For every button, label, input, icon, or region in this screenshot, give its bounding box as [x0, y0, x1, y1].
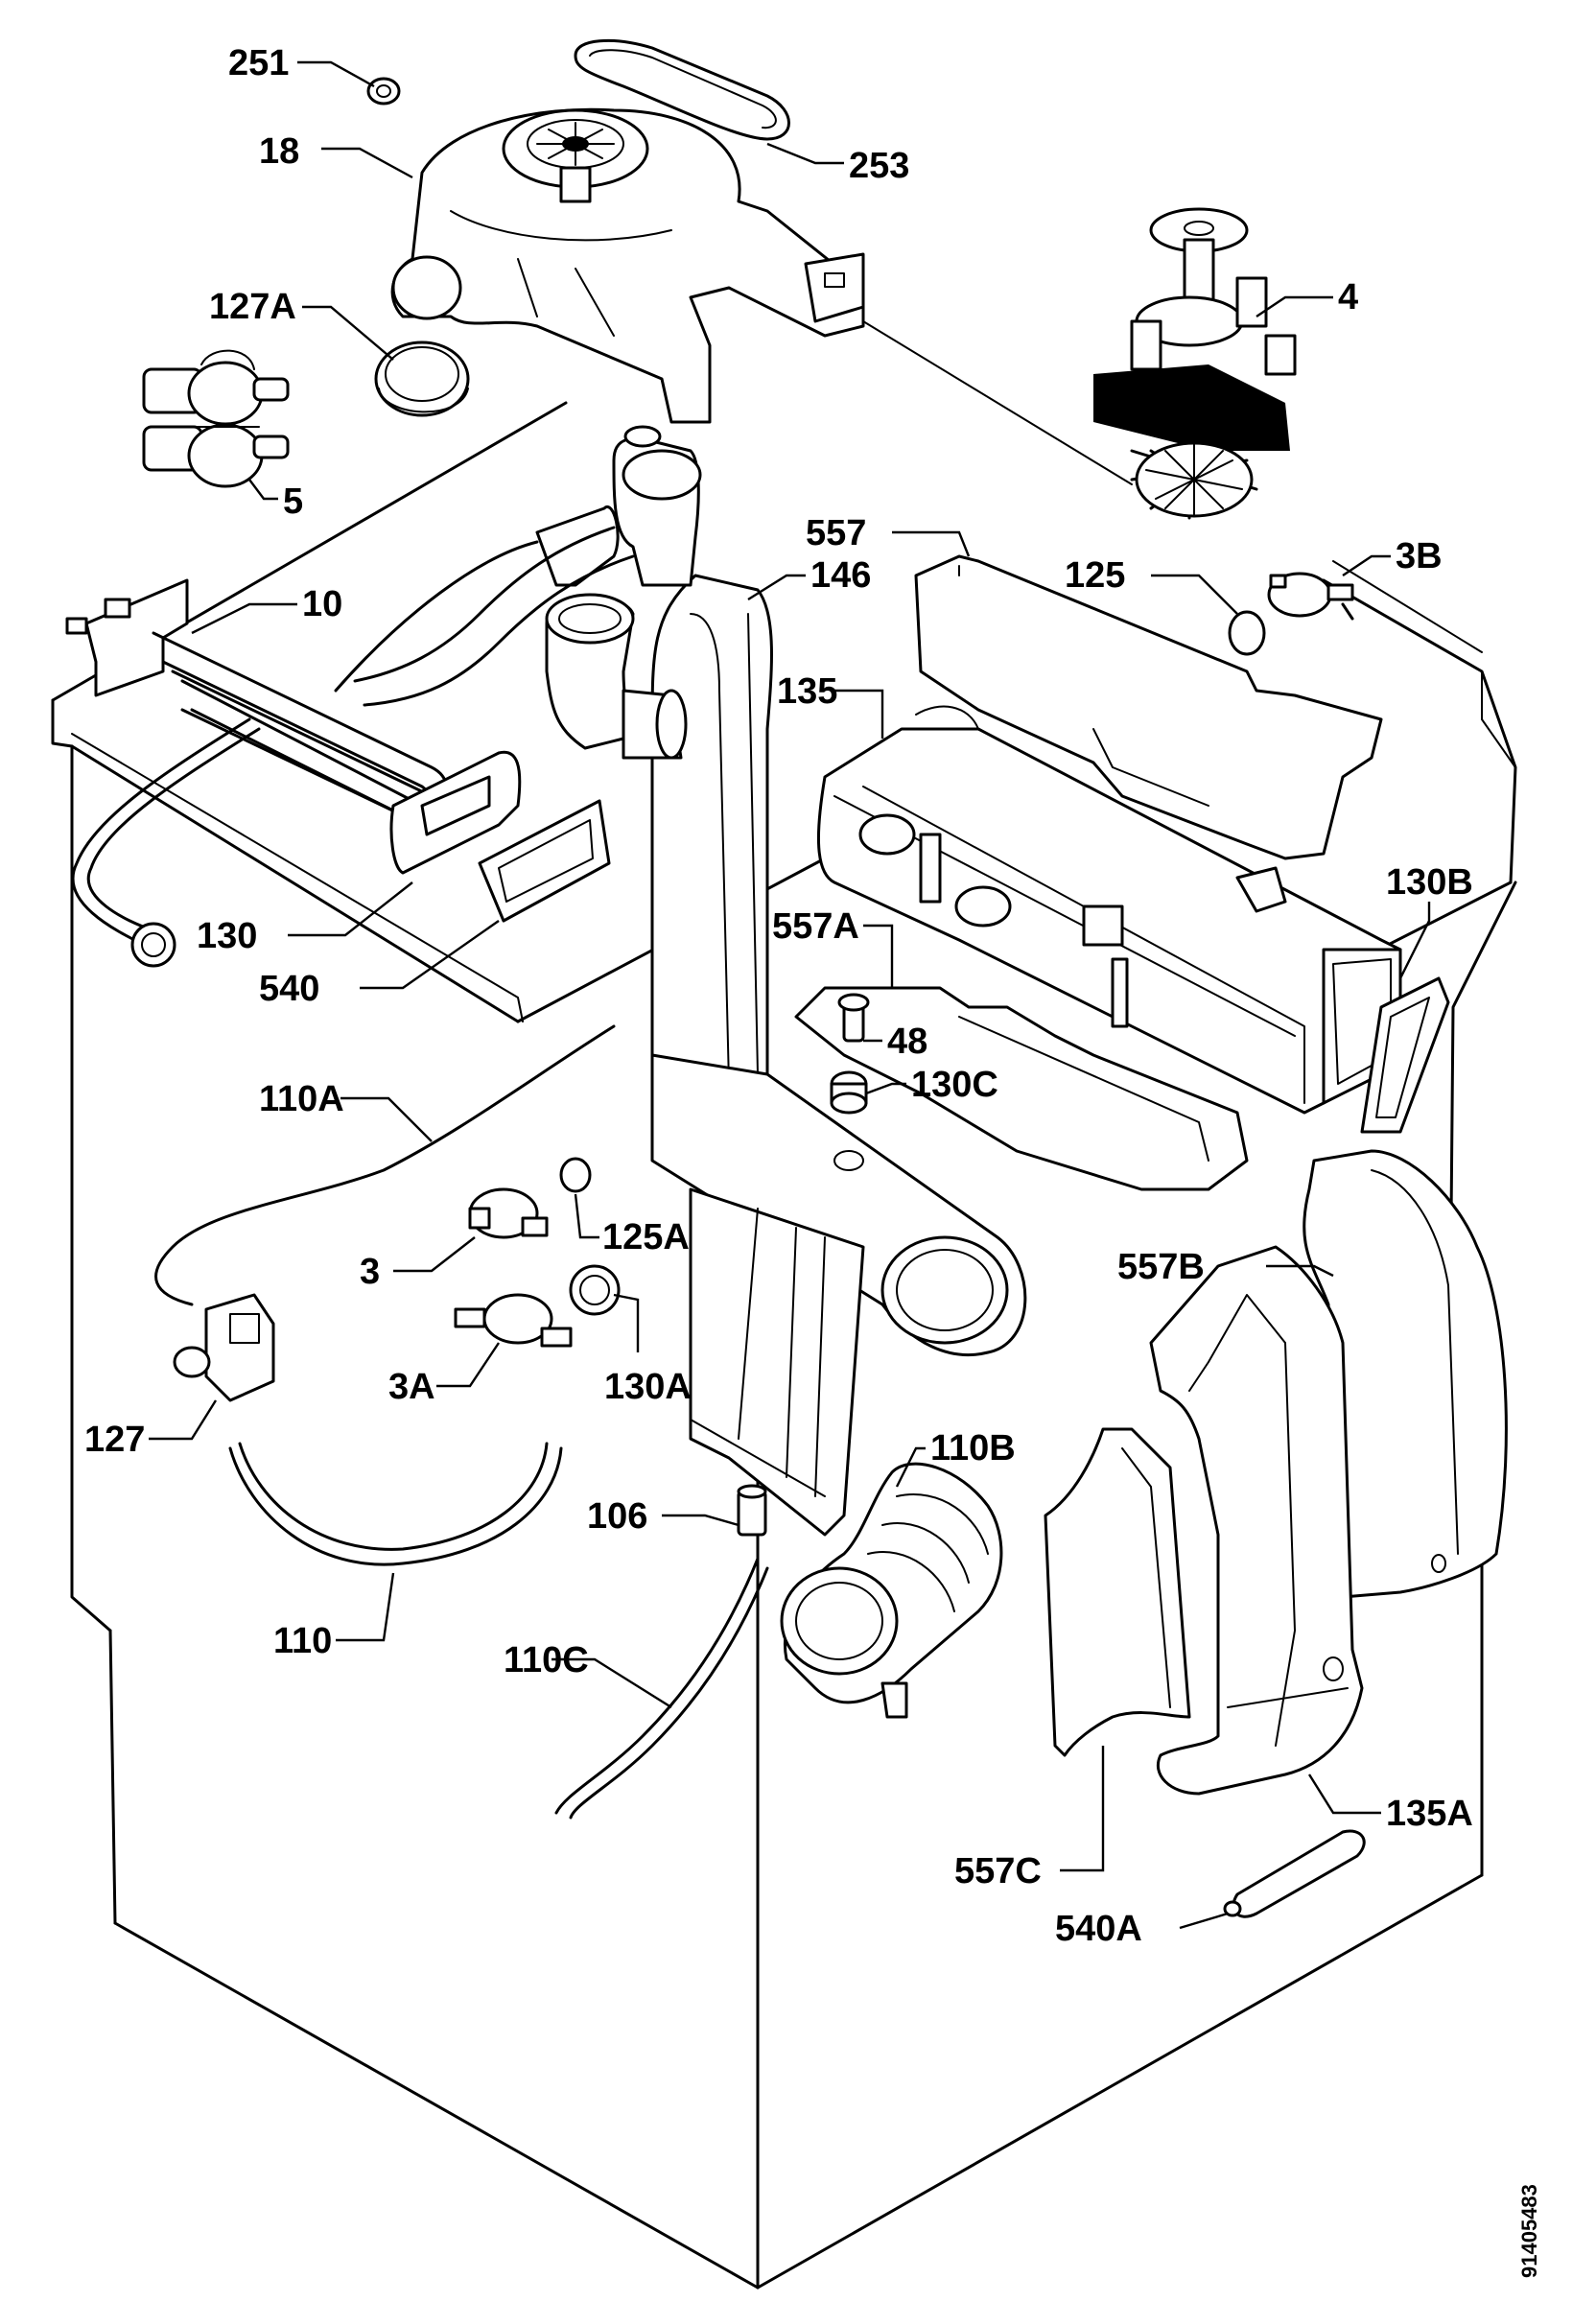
bracket-540 — [478, 799, 611, 923]
label-18: 18 — [259, 131, 299, 172]
duct-135A — [1149, 1245, 1364, 1796]
nozzle-106 — [737, 1484, 767, 1537]
tray-557A — [794, 986, 1249, 1191]
label-130C: 130C — [911, 1065, 998, 1105]
label-48: 48 — [887, 1022, 927, 1062]
label-127A: 127A — [209, 287, 296, 327]
panel-557C — [1044, 1427, 1191, 1757]
thermostat-3 — [468, 1187, 549, 1239]
label-4: 4 — [1338, 277, 1358, 317]
label-3: 3 — [360, 1252, 380, 1292]
bellows-110B — [780, 1462, 1003, 1719]
clip-48 — [837, 993, 870, 1043]
o-ring-125A — [559, 1157, 592, 1193]
leader-lines — [149, 60, 1431, 1930]
label-125: 125 — [1065, 555, 1125, 596]
label-5: 5 — [283, 482, 303, 522]
label-127: 127 — [84, 1420, 145, 1460]
gasket-130 — [389, 750, 522, 875]
cover-557B — [1303, 1149, 1508, 1599]
drive-belt-253 — [574, 38, 790, 141]
hose-110C — [554, 1557, 769, 1820]
top-cover-557 — [914, 554, 1383, 860]
pump-motor-4 — [1093, 207, 1297, 520]
label-540A: 540A — [1055, 1909, 1142, 1949]
nut-251 — [366, 77, 401, 106]
pressure-switch-127 — [173, 1293, 275, 1402]
label-110B: 110B — [930, 1428, 1016, 1468]
label-10: 10 — [302, 584, 342, 624]
label-130: 130 — [197, 916, 257, 956]
label-130B: 130B — [1386, 862, 1473, 903]
blower-assembly-18 — [390, 107, 865, 424]
label-110: 110 — [273, 1621, 332, 1661]
part-labels: 251 253 18 127A 4 5 557 146 125 3B 10 13… — [84, 43, 1541, 2278]
label-557: 557 — [806, 513, 866, 553]
thermostat-3B — [1267, 572, 1354, 621]
label-110A: 110A — [259, 1079, 344, 1119]
water-valve-5 — [142, 349, 290, 488]
hose-110 — [228, 1442, 563, 1566]
label-125A: 125A — [602, 1217, 690, 1257]
label-146: 146 — [810, 555, 871, 596]
hose-110A — [154, 1024, 616, 1306]
label-557A: 557A — [772, 906, 859, 947]
condenser-135 — [816, 705, 1402, 1115]
label-106: 106 — [587, 1496, 647, 1537]
label-130A: 130A — [604, 1367, 692, 1407]
seal-130A — [569, 1264, 621, 1316]
label-135A: 135A — [1386, 1794, 1473, 1834]
label-557C: 557C — [954, 1851, 1042, 1891]
label-135: 135 — [777, 671, 837, 712]
label-540: 540 — [259, 969, 319, 1009]
seal-ring-127A — [374, 341, 470, 417]
label-3A: 3A — [388, 1367, 435, 1407]
plug-130C — [830, 1070, 868, 1115]
tag-540A — [1223, 1829, 1366, 1918]
heating-element-10 — [65, 540, 539, 968]
label-557B: 557B — [1117, 1247, 1205, 1287]
thermostat-3A — [454, 1293, 573, 1348]
label-253: 253 — [849, 146, 909, 186]
cabinet-outline — [51, 320, 1517, 2290]
o-ring-125 — [1228, 610, 1266, 656]
label-3B: 3B — [1396, 536, 1443, 576]
label-110C: 110C — [504, 1640, 589, 1680]
gasket-130B — [1360, 976, 1450, 1134]
air-duct-146 — [353, 425, 1027, 1537]
document-number: 91405483 — [1517, 2184, 1541, 2278]
label-251: 251 — [228, 43, 289, 83]
